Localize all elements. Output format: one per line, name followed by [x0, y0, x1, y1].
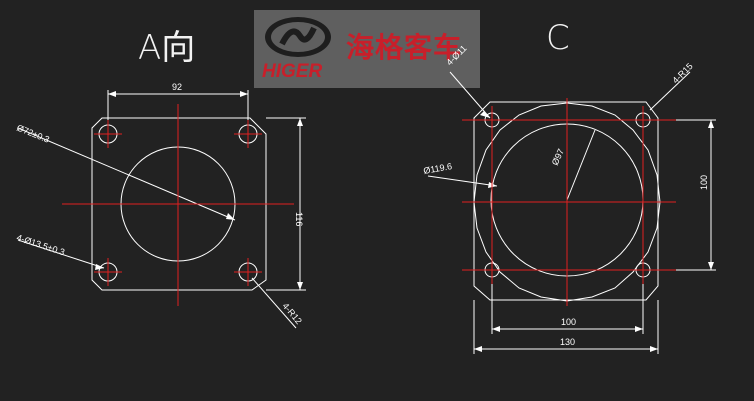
view-a-title: A向: [138, 28, 196, 68]
view-a-dim-corner: 4-R12: [280, 301, 303, 326]
view-c-dim-holes: 4-Ø11: [444, 43, 468, 67]
view-c-dim-width: 130: [560, 337, 575, 347]
view-a-leader-corner: [251, 277, 297, 329]
higer-logo-icon: [265, 17, 331, 57]
view-a-dim-bolt-spacing: 92: [172, 82, 182, 92]
view-a-dim-height: 116: [294, 212, 304, 226]
view-a-leader-holes: [17, 239, 105, 269]
view-a-dim-bore: Ø72±0.3: [15, 123, 51, 145]
view-c-dim-corner: 4-R15: [670, 61, 694, 85]
logo-english-text: HIGER: [262, 61, 323, 82]
dimension-arrowheads: [95, 91, 714, 352]
view-c-dim-height: 100: [699, 175, 709, 190]
view-c-leader-holes: [449, 71, 491, 119]
view-a-flange-outline: [91, 117, 267, 291]
logo-chinese-text: 海格客车: [346, 31, 463, 64]
view-c-leader-corner: [649, 71, 691, 111]
view-c-leader-inner: [566, 129, 596, 201]
view-c-dim-bolt-spacing: 100: [561, 317, 576, 327]
view-c-leader-outer: [427, 175, 498, 187]
view-a-dim-holes: 4-Ø13.5±0.3: [15, 232, 66, 257]
view-c-title: C: [546, 18, 570, 58]
view-c-flange-outline: [473, 101, 659, 301]
view-a-leader-bore: [17, 127, 236, 221]
view-c-dim-inner: Ø97: [550, 147, 566, 167]
view-c-dim-outer: Ø119.6: [423, 161, 453, 176]
